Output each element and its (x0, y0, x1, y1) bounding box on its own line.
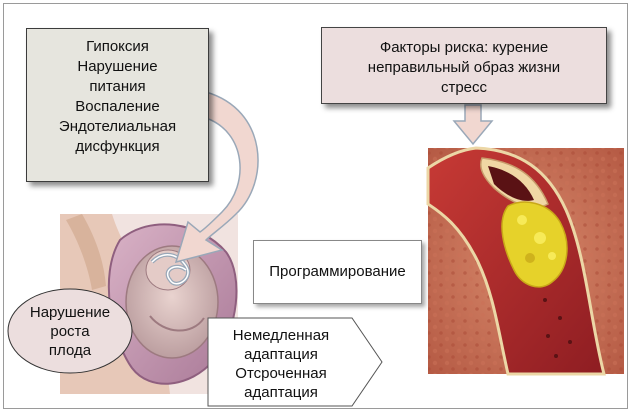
risk-line: Факторы риска: курение (322, 38, 606, 58)
factor-line: Воспаление (27, 97, 208, 117)
programming-box: Программирование (253, 240, 422, 304)
risk-line: неправильный образ жизни (322, 58, 606, 78)
factor-line: питания (27, 77, 208, 97)
adaptation-line: адаптация (208, 345, 354, 364)
factor-line: Эндотелиальная (27, 117, 208, 137)
fetal-growth-impairment-label: Нарушение роста плода (8, 289, 132, 373)
factor-line: Гипоксия (27, 37, 208, 57)
prenatal-factors-box: Гипоксия Нарушение питания Воспаление Эн… (26, 28, 209, 182)
artery-plaque-illustration (428, 148, 624, 374)
adaptation-label: Немедленная адаптация Отсроченная адапта… (208, 318, 378, 406)
adaptation-line: адаптация (208, 383, 354, 402)
risk-factors-box: Факторы риска: курение неправильный обра… (321, 27, 607, 104)
factor-line: дисфункция (27, 137, 208, 157)
adaptation-line: Немедленная (208, 326, 354, 345)
growth-line: Нарушение (30, 303, 110, 322)
growth-line: роста (30, 322, 110, 341)
risk-line: стресс (322, 78, 606, 98)
growth-line: плода (30, 341, 110, 360)
programming-label: Программирование (269, 262, 405, 282)
down-arrow-risk-to-artery (454, 105, 492, 144)
factor-line: Нарушение (27, 57, 208, 77)
adaptation-line: Отсроченная (208, 364, 354, 383)
